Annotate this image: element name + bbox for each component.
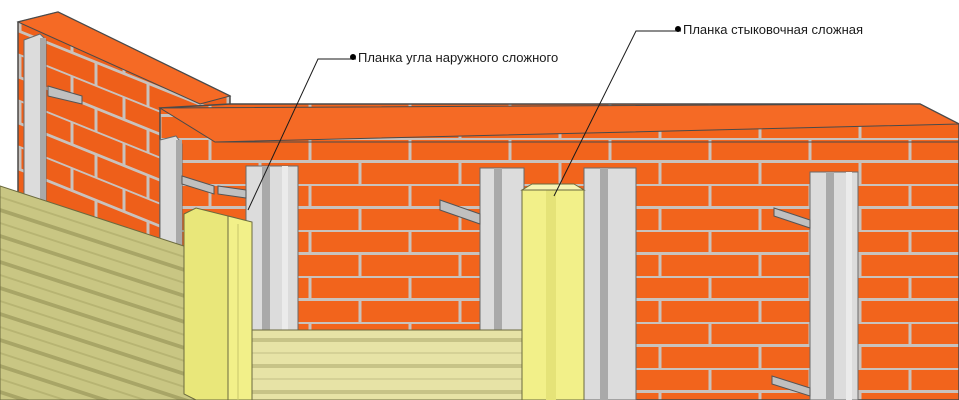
callout-dot bbox=[350, 54, 356, 60]
joint-trim bbox=[520, 183, 586, 400]
label-joint-trim: Планка стыковочная сложная bbox=[675, 22, 863, 37]
metal-profile-joint bbox=[583, 167, 637, 400]
label-outer-corner-trim: Планка угла наружного сложного bbox=[350, 50, 558, 65]
siding-left-wall bbox=[0, 185, 197, 400]
label-outer-corner-text: Планка угла наружного сложного bbox=[358, 50, 559, 65]
label-joint-text: Планка стыковочная сложная bbox=[683, 22, 864, 37]
siding-front-wall bbox=[251, 329, 523, 400]
metal-profile-middle bbox=[479, 167, 525, 339]
metal-profile-left-1 bbox=[23, 33, 47, 215]
callout-dot bbox=[675, 26, 681, 32]
leader-lines bbox=[247, 30, 681, 211]
metal-profile-right bbox=[809, 171, 859, 400]
metal-profile-corner bbox=[245, 165, 299, 357]
bracket bbox=[47, 85, 811, 397]
outer-corner-trim bbox=[183, 207, 253, 400]
